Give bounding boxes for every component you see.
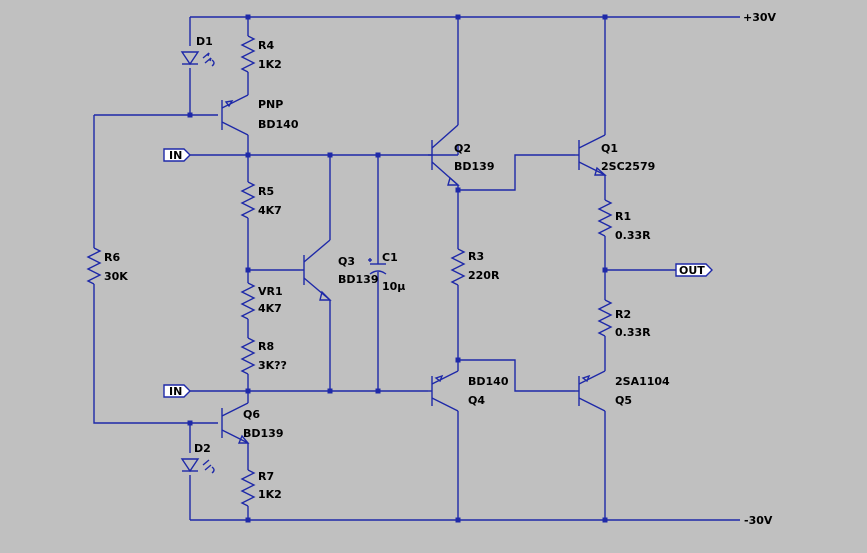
port-in-top-label: IN	[169, 149, 182, 162]
port-out: OUT	[675, 263, 713, 277]
r5-value: 4K7	[258, 204, 282, 217]
q6-value: BD139	[243, 427, 283, 440]
r3-value: 220R	[468, 269, 500, 282]
r6-ref: R6	[104, 251, 120, 264]
q4-value: BD140	[468, 375, 509, 388]
transistor-q4	[428, 370, 459, 412]
resistor-r3	[450, 248, 466, 286]
junction-dots	[187, 14, 608, 523]
q5-ref: Q5	[615, 394, 632, 407]
capacitor-c1	[368, 258, 387, 275]
r2-value: 0.33R	[615, 326, 651, 339]
rail-negative-label: -30V	[744, 514, 773, 527]
q5-value: 2SA1104	[615, 375, 670, 388]
q3-value: BD139	[338, 273, 378, 286]
port-in-bottom-label: IN	[169, 385, 182, 398]
resistor-r8	[240, 337, 256, 375]
r3-ref: R3	[468, 250, 484, 263]
r2-ref: R2	[615, 308, 631, 321]
q1-value: 2SC2579	[601, 160, 655, 173]
transistor-q5	[575, 370, 606, 412]
port-in-top: IN	[163, 148, 191, 162]
transistor-q6	[221, 402, 250, 444]
q3-ref: Q3	[338, 255, 355, 268]
r1-ref: R1	[615, 210, 631, 223]
led-d2	[180, 458, 215, 474]
resistor-r4	[240, 35, 256, 73]
transistor-q2	[428, 124, 460, 186]
wires	[93, 16, 740, 521]
resistor-r6	[86, 247, 102, 285]
transistor-q3	[300, 239, 332, 301]
resistor-r5	[240, 181, 256, 219]
resistor-vr1	[240, 282, 256, 320]
vr1-value: 4K7	[258, 302, 282, 315]
r1-value: 0.33R	[615, 229, 651, 242]
r4-value: 1K2	[258, 58, 282, 71]
q4-ref: Q4	[468, 394, 485, 407]
q6-ref: Q6	[243, 408, 260, 421]
pnp-value: BD140	[258, 118, 299, 131]
resistor-r2	[597, 299, 613, 337]
pnp-ref: PNP	[258, 98, 283, 111]
r6-value: 30K	[104, 270, 128, 283]
q2-value: BD139	[454, 160, 494, 173]
r8-value: 3K??	[258, 359, 287, 372]
resistor-r7	[240, 469, 256, 507]
rail-positive-label: +30V	[743, 11, 777, 24]
q1-ref: Q1	[601, 142, 618, 155]
transistor-q1	[575, 134, 607, 176]
r8-ref: R8	[258, 340, 274, 353]
resistor-r1	[597, 199, 613, 237]
port-out-label: OUT	[679, 264, 705, 277]
port-in-bottom: IN	[163, 384, 191, 398]
component-labels: D1 R4 1K2 PNP BD140 R5 4K7 R6 30K Q3 BD1…	[104, 35, 670, 501]
d1-ref: D1	[196, 35, 213, 48]
c1-ref: C1	[382, 251, 398, 264]
transistor-pnp-bd140	[221, 94, 249, 136]
r5-ref: R5	[258, 185, 274, 198]
c1-value: 10µ	[382, 280, 405, 293]
vr1-ref: VR1	[258, 285, 283, 298]
q2-ref: Q2	[454, 142, 471, 155]
d2-ref: D2	[194, 442, 211, 455]
r7-value: 1K2	[258, 488, 282, 501]
led-d1	[180, 51, 215, 67]
r4-ref: R4	[258, 39, 274, 52]
r7-ref: R7	[258, 470, 274, 483]
